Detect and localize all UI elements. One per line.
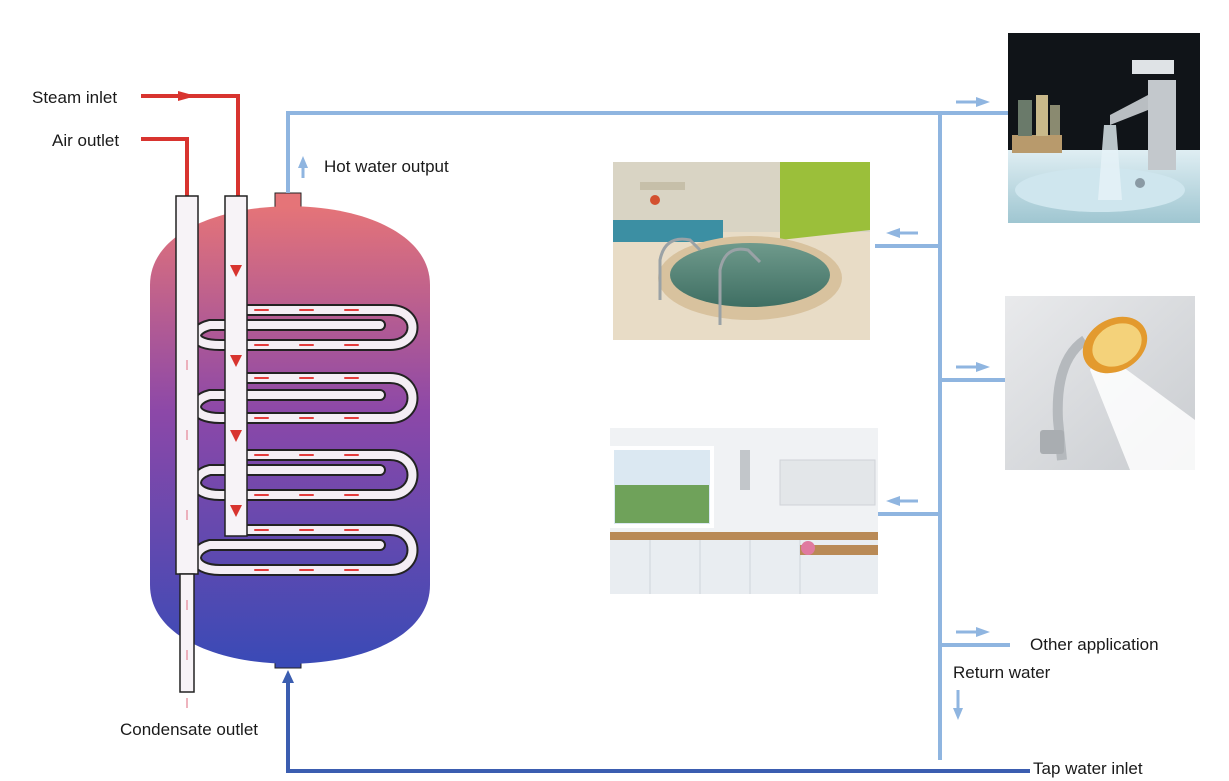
air-outlet-label: Air outlet bbox=[52, 131, 120, 150]
hot-water-arrows bbox=[298, 97, 990, 720]
kitchen-icon bbox=[610, 428, 878, 594]
condensate-tube bbox=[175, 195, 199, 708]
hot-water-pipe bbox=[286, 111, 1010, 760]
heating-coil bbox=[190, 304, 419, 576]
tap-water-inlet-label: Tap water inlet bbox=[1033, 759, 1143, 778]
down-arrow-icon bbox=[230, 265, 242, 277]
steam-inlet-pipe bbox=[141, 94, 240, 196]
condensate-outlet-label: Condensate outlet bbox=[120, 720, 258, 739]
shower-head-icon bbox=[1005, 296, 1195, 470]
tap-water-inlet-pipe bbox=[286, 680, 1030, 773]
steam-tube bbox=[224, 195, 248, 537]
other-application-label: Other application bbox=[1030, 635, 1159, 654]
basin-faucet-icon bbox=[1008, 33, 1200, 223]
inlet-arrow-icon bbox=[282, 670, 294, 683]
air-outlet-pipe bbox=[141, 137, 189, 196]
hot-tub-pool-icon bbox=[613, 162, 870, 340]
hot-water-output-label: Hot water output bbox=[324, 157, 449, 176]
steam-inlet-label: Steam inlet bbox=[32, 88, 118, 107]
steam-flow-arrow-icon bbox=[178, 91, 196, 101]
return-water-label: Return water bbox=[953, 663, 1051, 682]
